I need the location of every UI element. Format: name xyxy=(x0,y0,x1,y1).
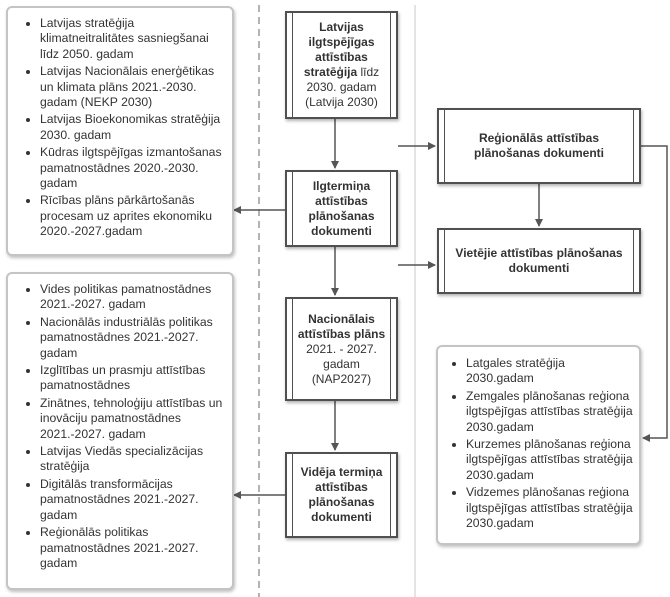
strategy-box-subtitle: līdz 2030. gadam (Latvija 2030) xyxy=(305,65,380,109)
list-item: Latvijas stratēģija klimatneitralitātes … xyxy=(40,16,226,62)
local-box: Vietējie attīstības plānošanas dokumenti xyxy=(437,228,641,294)
long-term-docs-panel: Latvijas stratēģija klimatneitralitātes … xyxy=(6,6,234,256)
regional-box: Reģionālās attīstības plānošanas dokumen… xyxy=(437,108,641,184)
list-item: Vidzemes plānošanas reģiona ilgtspējīgas… xyxy=(466,485,633,531)
nap-box-subtitle: 2021. - 2027. gadam (NAP2027) xyxy=(306,341,377,386)
nap-box: Nacionālais attīstības plāns 2021. - 202… xyxy=(285,297,398,401)
long-term-docs-list: Latvijas stratēģija klimatneitralitātes … xyxy=(18,16,226,240)
list-item: Latgales stratēģija 2030.gadam xyxy=(466,356,633,387)
regional-docs-list: Latgales stratēģija 2030.gadamZemgales p… xyxy=(444,356,633,531)
list-item: Reģionālās politikas pamatnostādnes 2021… xyxy=(40,525,226,571)
nap-box-title: Nacionālais attīstības plāns xyxy=(297,311,386,341)
list-item: Zinātnes, tehnoloģiju attīstības un inov… xyxy=(40,396,226,442)
list-item: Latvijas Viedās specializācijas stratēģi… xyxy=(40,444,226,475)
list-item: Rīcības plāns pārkārtošanās procesam uz … xyxy=(40,193,226,239)
medium-term-docs-panel: Vides politikas pamatnostādnes 2021.-202… xyxy=(6,272,234,590)
medium-term-box: Vidēja termiņa attīstības plānošanas dok… xyxy=(285,452,398,538)
list-item: Digitālās transformācijas pamatnostādnes… xyxy=(40,477,226,523)
strategy-box: Latvijas ilgtspējīgas attīstības stratēģ… xyxy=(285,11,398,119)
list-item: Vides politikas pamatnostādnes 2021.-202… xyxy=(40,282,226,313)
list-item: Latvijas Nacionālais enerģētikas un klim… xyxy=(40,64,226,110)
medium-term-docs-list: Vides politikas pamatnostādnes 2021.-202… xyxy=(18,282,226,571)
medium-term-box-title: Vidēja termiņa attīstības plānošanas dok… xyxy=(300,465,383,524)
local-box-title: Vietējie attīstības plānošanas dokumenti xyxy=(455,246,623,275)
list-item: Latvijas Bioekonomikas stratēģija 2030. … xyxy=(40,112,226,143)
regional-box-title: Reģionālās attīstības plānošanas dokumen… xyxy=(473,131,605,160)
arrow-regional-to-list xyxy=(641,145,668,442)
list-item: Kurzemes plānošanas reģiona ilgtspējīgas… xyxy=(466,437,633,483)
list-item: Nacionālās industriālās politikas pamatn… xyxy=(40,315,226,361)
strategy-box-title: Latvijas ilgtspējīgas attīstības stratēģ… xyxy=(303,20,375,79)
regional-docs-panel: Latgales stratēģija 2030.gadamZemgales p… xyxy=(436,345,641,545)
long-term-box-title: Ilgtermiņa attīstības plānošanas dokumen… xyxy=(308,178,375,238)
long-term-box: Ilgtermiņa attīstības plānošanas dokumen… xyxy=(285,170,398,247)
list-item: Izglītības un prasmju attīstības pamatno… xyxy=(40,363,226,394)
list-item: Zemgales plānošanas reģiona ilgtspējīgas… xyxy=(466,389,633,435)
list-item: Kūdras ilgtspējīgas izmantošanas pamatno… xyxy=(40,145,226,191)
